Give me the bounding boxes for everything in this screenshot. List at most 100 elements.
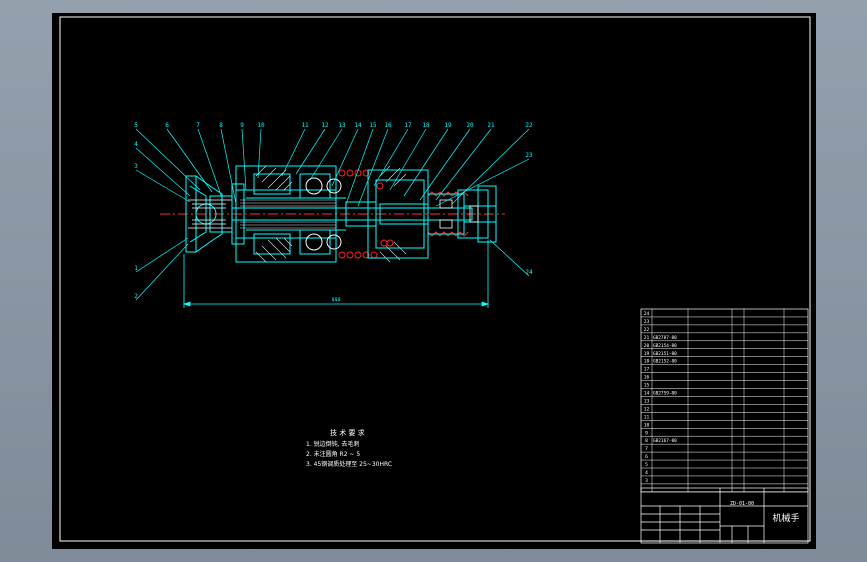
bom-row-no: 6: [645, 454, 648, 460]
assembly-name: 机械手: [772, 512, 799, 524]
leader-15: [345, 128, 374, 205]
balloon-14: 14: [354, 122, 362, 129]
bom-row-no: 10: [644, 422, 650, 428]
balloon-6: 6: [165, 122, 169, 129]
claw-section: [188, 199, 232, 229]
bom-row-code: GB2152-80: [653, 359, 677, 365]
leader-7: [197, 128, 223, 199]
balloon-4: 4: [134, 141, 138, 148]
balloon-17: 17: [404, 122, 412, 129]
bearings: [305, 177, 342, 251]
leader-21: [435, 128, 492, 201]
leader-11: [281, 128, 306, 177]
dimension-value: $$$: [331, 297, 340, 303]
overall-dimension: [182, 240, 490, 308]
bom-row-no: 21: [644, 335, 650, 341]
leader-12: [295, 128, 326, 175]
leader-6: [166, 128, 213, 193]
leader-4: [135, 147, 191, 197]
leader-8: [220, 128, 237, 205]
bom-row-code: GB2154-80: [653, 343, 677, 349]
leader-17: [373, 128, 409, 187]
bom-row-no: 20: [644, 343, 650, 349]
section-hatch: [240, 165, 407, 263]
balloon-23: 23: [525, 152, 533, 159]
springs: [338, 169, 469, 259]
leader-22: [451, 128, 530, 205]
tech-line-1: 1. 锐边倒钝, 去毛刺: [306, 440, 359, 448]
bom-row-no: 19: [644, 351, 650, 357]
balloon-10: 10: [257, 122, 265, 129]
bom-row-no: 9: [645, 430, 648, 436]
bom-row-no: 11: [644, 414, 650, 420]
tech-line-2: 2. 未注圆角 R2 ~ 5: [306, 450, 360, 458]
balloon-13: 13: [338, 122, 346, 129]
leader-24: [489, 239, 530, 277]
leader-14: [331, 128, 359, 187]
balloon-8: 8: [219, 122, 223, 129]
bom-row-no: 24: [644, 311, 650, 317]
balloon-7: 7: [196, 122, 200, 129]
section-view: $$$ 567891011121314151617181920212243122…: [134, 122, 533, 308]
balloon-24: 24: [525, 269, 533, 276]
balloon-22: 22: [525, 122, 533, 129]
balloon-5: 5: [134, 122, 138, 129]
balloon-2: 2: [134, 293, 138, 300]
leader-lines: [135, 128, 530, 301]
tech-line-3: 3. 45钢调质处理至 25~30HRC: [306, 460, 392, 468]
bom-row-no: 14: [644, 391, 650, 397]
bom-row-no: 17: [644, 367, 650, 373]
balloon-12: 12: [321, 122, 329, 129]
bom-row-no: 23: [644, 319, 650, 325]
bom-row-no: 7: [645, 446, 648, 452]
assembly-drawing: $$$ 567891011121314151617181920212243122…: [59, 16, 811, 544]
bom-row-no: 5: [645, 462, 648, 468]
balloon-16: 16: [384, 122, 392, 129]
balloon-11: 11: [301, 122, 309, 129]
leader-10: [257, 128, 262, 179]
bom-row-no: 13: [644, 398, 650, 404]
cylinder: [367, 169, 497, 259]
leader-5: [135, 128, 201, 191]
leader-13: [309, 128, 343, 181]
bom-row-no: 16: [644, 375, 650, 381]
bom-row-no: 12: [644, 406, 650, 412]
balloon-15: 15: [369, 122, 377, 129]
drawing-frame: [59, 16, 811, 542]
title-block: [640, 487, 809, 544]
balloon-20: 20: [466, 122, 474, 129]
bom-row-code: GB2787-80: [653, 335, 677, 341]
leader-3: [135, 169, 191, 203]
leader-9: [241, 128, 247, 191]
tech-title: 技 术 要 求: [330, 428, 365, 437]
leader-23: [435, 158, 530, 207]
leader-1: [135, 237, 189, 273]
housing: [231, 165, 346, 263]
bom-row-no: 3: [645, 478, 648, 484]
leader-18: [389, 128, 427, 191]
bom-row-no: 15: [644, 383, 650, 389]
bom-row-code: GB2759-80: [653, 391, 677, 397]
bom-row-no: 18: [644, 359, 650, 365]
leader-16: [357, 128, 389, 207]
balloon-1: 1: [134, 265, 138, 272]
bom-row-no: 4: [645, 470, 648, 476]
balloon-19: 19: [444, 122, 452, 129]
drawing-number: ZD-01-00: [730, 501, 754, 507]
leader-20: [419, 128, 471, 201]
balloon-18: 18: [422, 122, 430, 129]
technical-requirements: 技 术 要 求 1. 锐边倒钝, 去毛刺 2. 未注圆角 R2 ~ 5 3. 4…: [306, 428, 392, 468]
leader-2: [135, 243, 189, 301]
bom-row-code: GB2167-80: [653, 438, 677, 444]
balloon-21: 21: [487, 122, 495, 129]
bom-row-no: 8: [645, 438, 648, 444]
bom-row-code: GB2151-80: [653, 351, 677, 357]
balloon-9: 9: [240, 122, 244, 129]
bom-row-no: 22: [644, 327, 650, 333]
leader-19: [403, 128, 449, 197]
balloon-3: 3: [134, 163, 138, 170]
